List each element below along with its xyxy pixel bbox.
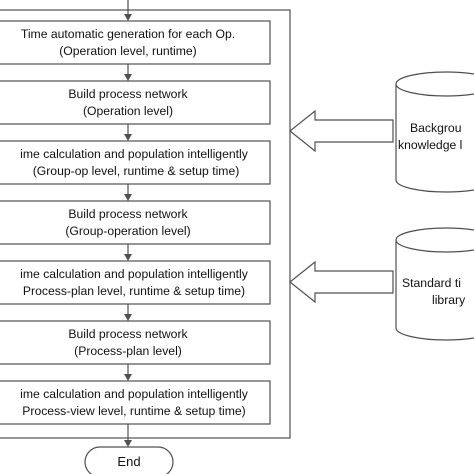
step-4-line2: (Group-operation level) xyxy=(65,224,190,238)
step-5-line2: Process-plan level, runtime & setup time… xyxy=(23,284,245,298)
step-box-4-rect xyxy=(0,200,271,245)
step-3-line1: ime calculation and population intellige… xyxy=(20,147,249,161)
step-3-line2: (Group-op level, runtime & setup time) xyxy=(33,164,240,178)
database-cylinder-knowledge-top xyxy=(395,71,474,97)
arrow-2-3 xyxy=(124,124,132,141)
top-entry-arrow xyxy=(124,0,132,21)
step-7-line1: ime calculation and population intellige… xyxy=(20,387,249,401)
block-arrow-standard-time xyxy=(289,260,394,304)
database-standard-time-line2: library xyxy=(432,293,466,307)
step-7-line2: Process-view level, runtime & setup time… xyxy=(22,404,246,418)
arrow-5-6 xyxy=(124,304,132,321)
step-box-3: ime calculation and population intellige… xyxy=(0,140,271,185)
arrow-3-4 xyxy=(124,184,132,201)
database-cylinder-standard-time: Standard ti library xyxy=(395,227,474,341)
end-terminal-shape xyxy=(84,446,174,474)
step-1-line1: Time automatic generation for each Op. xyxy=(21,27,235,41)
database-standard-time-line1: Standard ti xyxy=(402,276,461,290)
block-arrow-knowledge xyxy=(289,109,394,153)
step-box-4: Build process network (Group-operation l… xyxy=(0,200,271,245)
database-cylinder-knowledge: Backgrou knowledge l xyxy=(395,71,474,193)
end-label: End xyxy=(117,454,140,469)
block-arrow-standard-time-shape xyxy=(289,260,394,304)
step-5-line1: ime calculation and population intellige… xyxy=(20,267,249,281)
database-cylinder-standard-time-top xyxy=(395,227,474,253)
step-6-line2: (Process-plan level) xyxy=(74,344,182,358)
arrow-6-7 xyxy=(124,364,132,381)
step-box-7: ime calculation and population intellige… xyxy=(0,380,271,425)
database-knowledge-line2: knowledge l xyxy=(398,138,462,152)
step-box-2-rect xyxy=(0,80,271,125)
database-knowledge-line1: Backgrou xyxy=(410,121,462,135)
block-arrow-knowledge-shape xyxy=(289,109,394,153)
step-2-line2: (Operation level) xyxy=(83,104,173,118)
arrow-4-5 xyxy=(124,244,132,261)
step-box-1: Time automatic generation for each Op. (… xyxy=(0,20,271,65)
arrow-1-2 xyxy=(124,64,132,81)
step-4-line1: Build process network xyxy=(68,207,188,221)
step-box-6: Build process network (Process-plan leve… xyxy=(0,320,271,365)
step-box-5: ime calculation and population intellige… xyxy=(0,260,271,305)
step-1-line2: (Operation level, runtime) xyxy=(59,44,197,58)
step-box-7-rect xyxy=(0,380,271,425)
step-box-5-rect xyxy=(0,260,271,305)
database-cylinder-knowledge-body xyxy=(395,84,474,193)
step-box-1-rect xyxy=(0,20,271,65)
step-box-6-rect xyxy=(0,320,271,365)
step-6-line1: Build process network xyxy=(68,327,188,341)
step-2-line1: Build process network xyxy=(68,87,188,101)
database-cylinder-standard-time-body xyxy=(395,240,474,341)
end-terminal: End xyxy=(84,446,174,474)
arrow-7-end xyxy=(124,424,132,447)
step-box-3-rect xyxy=(0,140,271,185)
step-box-2: Build process network (Operation level) xyxy=(0,80,271,125)
outer-frame xyxy=(0,9,291,439)
